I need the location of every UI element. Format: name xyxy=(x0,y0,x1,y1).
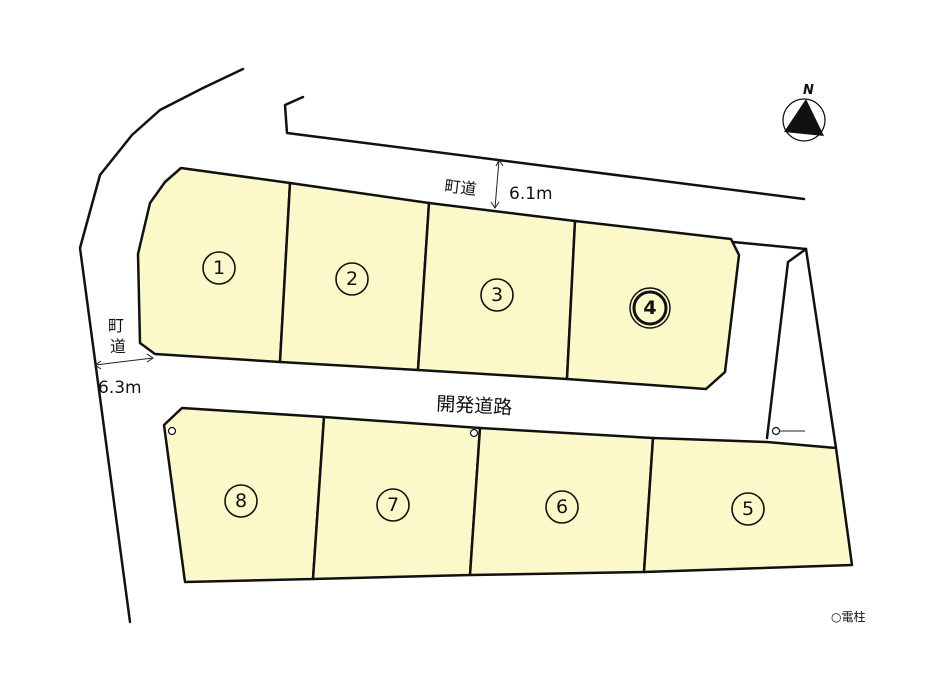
utility-pole-2 xyxy=(469,428,479,438)
lot-6-number: 6 xyxy=(556,496,568,518)
right-lane-edge xyxy=(765,247,808,440)
top-road-width: 6.1m xyxy=(509,184,553,204)
lot-3-marker: 3 xyxy=(480,278,514,312)
right-road-edge xyxy=(731,240,838,450)
lot-7-marker: 7 xyxy=(376,488,410,522)
top-road-dimension xyxy=(490,159,504,209)
top-road-label: 町道 xyxy=(444,176,478,199)
left-road-label-1: 町 xyxy=(108,316,124,335)
left-road-width: 6.3m xyxy=(98,378,142,398)
lot-4-marker: 4 xyxy=(629,287,671,329)
utility-pole-3 xyxy=(771,426,781,436)
lot-8-marker: 8 xyxy=(224,484,258,518)
lot-7-number: 7 xyxy=(387,494,399,516)
left-road-edge-outer xyxy=(78,67,245,624)
lot-2-number: 2 xyxy=(346,268,358,290)
lot-5-number: 5 xyxy=(742,498,754,520)
development-road-label: 開発道路 xyxy=(436,393,513,419)
north-arrow-icon: N xyxy=(782,83,826,142)
lot-8-shape[interactable] xyxy=(162,406,326,584)
lot-1-marker: 1 xyxy=(202,251,236,285)
lot-4-number: 4 xyxy=(643,297,656,319)
lot-2-marker: 2 xyxy=(335,262,369,296)
utility-pole-1 xyxy=(167,426,177,436)
north-letter: N xyxy=(803,83,814,98)
left-road-dimension xyxy=(94,353,154,370)
lot-8-number: 8 xyxy=(235,490,247,512)
lot-3-number: 3 xyxy=(491,284,503,306)
top-road-edge xyxy=(283,95,806,201)
lot-5-shape[interactable] xyxy=(642,436,854,574)
legend-utility-pole: ○電柱 xyxy=(831,609,865,624)
lot-1-number: 1 xyxy=(213,257,225,279)
lot-5-marker: 5 xyxy=(731,492,765,526)
lot-6-marker: 6 xyxy=(545,490,579,524)
left-road-label-2: 道 xyxy=(110,337,126,356)
lot-4-shape[interactable] xyxy=(565,219,741,391)
